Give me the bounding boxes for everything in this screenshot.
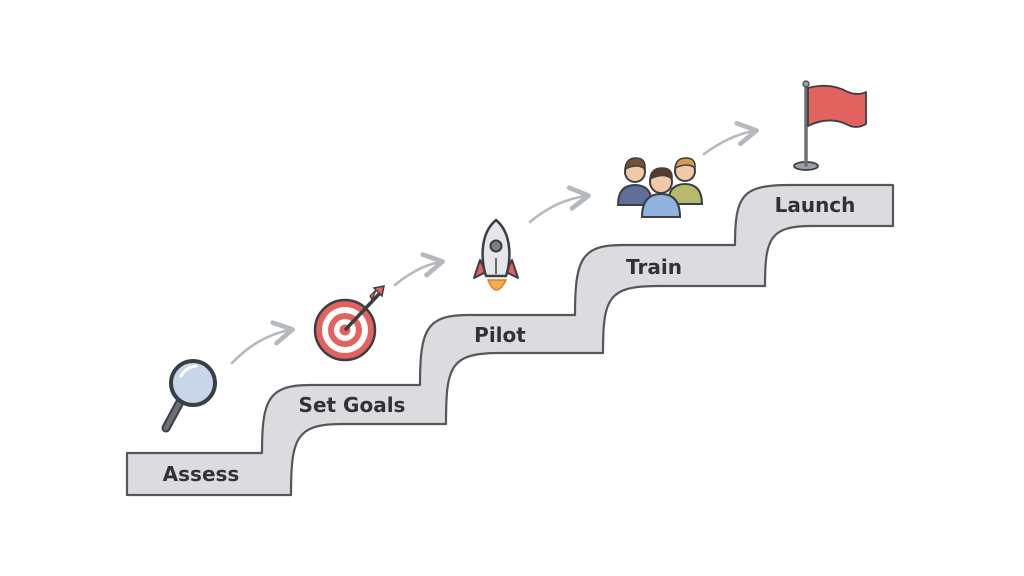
step-label-assess: Assess <box>163 462 240 486</box>
step-label-train: Train <box>626 255 682 279</box>
team-icon <box>616 157 704 218</box>
flag-icon <box>793 80 867 171</box>
step-label-pilot: Pilot <box>474 323 526 347</box>
target-icon <box>313 285 385 362</box>
connector-arrow-1 <box>230 320 295 365</box>
magnifier-icon <box>161 359 217 433</box>
staircase-path <box>125 183 895 497</box>
step-label-launch: Launch <box>775 193 856 217</box>
connector-arrow-3 <box>528 185 591 224</box>
step-label-set-goals: Set Goals <box>299 393 406 417</box>
connector-arrow-4 <box>702 120 759 156</box>
connector-arrow-2 <box>393 252 445 287</box>
rocket-icon <box>473 218 519 291</box>
